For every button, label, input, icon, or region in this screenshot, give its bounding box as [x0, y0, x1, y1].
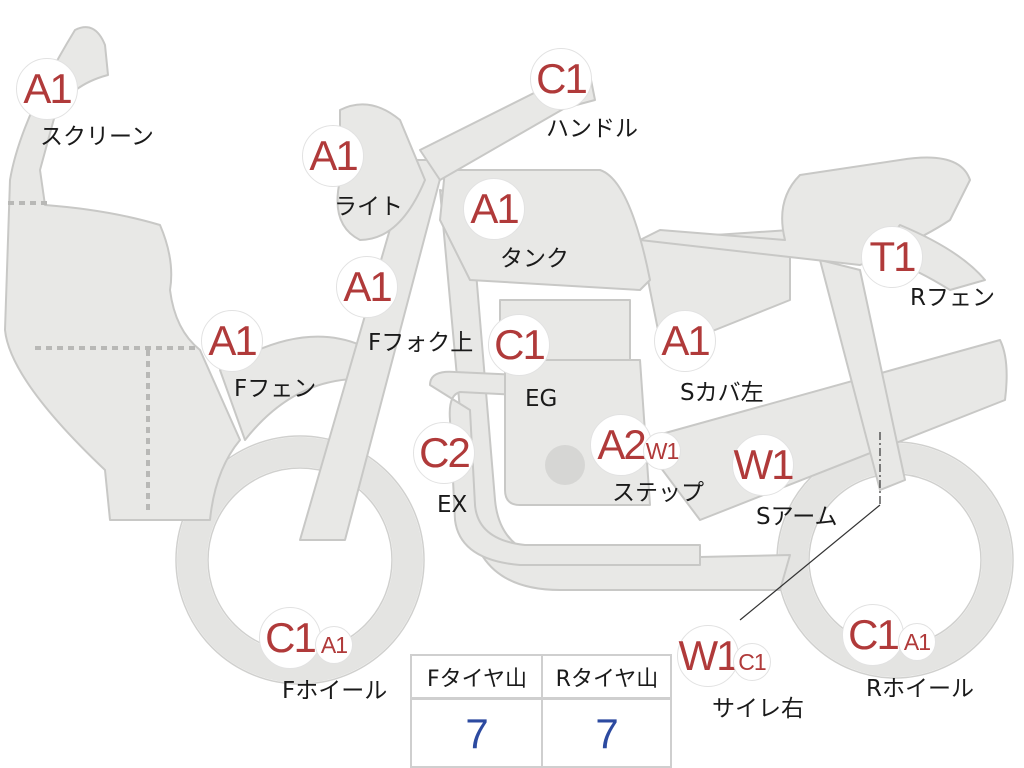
swing-arm-shape: [639, 339, 1008, 521]
mark-ffork: A1: [336, 256, 398, 318]
label-tank: タンク: [500, 246, 569, 272]
mark-rfender: T1: [861, 226, 923, 288]
header-rear-tire: Rタイヤ山: [542, 656, 672, 700]
label-step: ステップ: [612, 480, 704, 506]
mark-step-b: W1: [643, 432, 681, 470]
mark-scover: A1: [654, 310, 716, 372]
header-front-tire: Fタイヤ山: [412, 656, 542, 700]
label-ffender: Fフェン: [234, 376, 317, 402]
table-divider: [541, 656, 543, 768]
value-front-tire: 7: [465, 710, 489, 757]
mark-screen: A1: [16, 58, 78, 120]
mark-rwheel-b: A1: [898, 623, 936, 661]
label-light: ライト: [334, 194, 403, 220]
label-fwheel: Fホイール: [282, 678, 388, 704]
label-scover: Sカバ左: [680, 380, 764, 406]
label-screen: スクリーン: [40, 124, 154, 150]
front-wheel: [177, 437, 423, 683]
mark-ex: C2: [413, 422, 475, 484]
mark-muffler-a: W1: [677, 625, 740, 687]
label-sarm: Sアーム: [756, 504, 838, 530]
label-eg: EG: [525, 386, 558, 412]
mark-ffender: A1: [201, 310, 263, 372]
mark-handle: C1: [530, 48, 592, 110]
mark-rwheel-a: C1: [842, 604, 904, 666]
label-rfender: Rフェン: [910, 285, 995, 311]
mark-sarm: W1: [732, 434, 795, 496]
value-rear-tire: 7: [595, 710, 619, 757]
mark-muffler-b: C1: [733, 643, 771, 681]
mark-light: A1: [302, 125, 364, 187]
headlight-shape: [336, 103, 426, 241]
label-ex: EX: [437, 492, 468, 518]
mark-tank: A1: [463, 178, 525, 240]
tire-tread-table: Fタイヤ山 Rタイヤ山 7 7: [410, 654, 672, 768]
label-rwheel: Rホイール: [866, 676, 974, 702]
mark-step-a: A2: [590, 414, 652, 476]
mark-fwheel-a: C1: [259, 607, 321, 669]
label-muffler: サイレ右: [712, 696, 804, 722]
mark-eg: C1: [488, 314, 550, 376]
label-handle: ハンドル: [546, 116, 638, 142]
mark-fwheel-b: A1: [315, 626, 353, 664]
label-ffork: Fフォク上: [368, 330, 474, 356]
